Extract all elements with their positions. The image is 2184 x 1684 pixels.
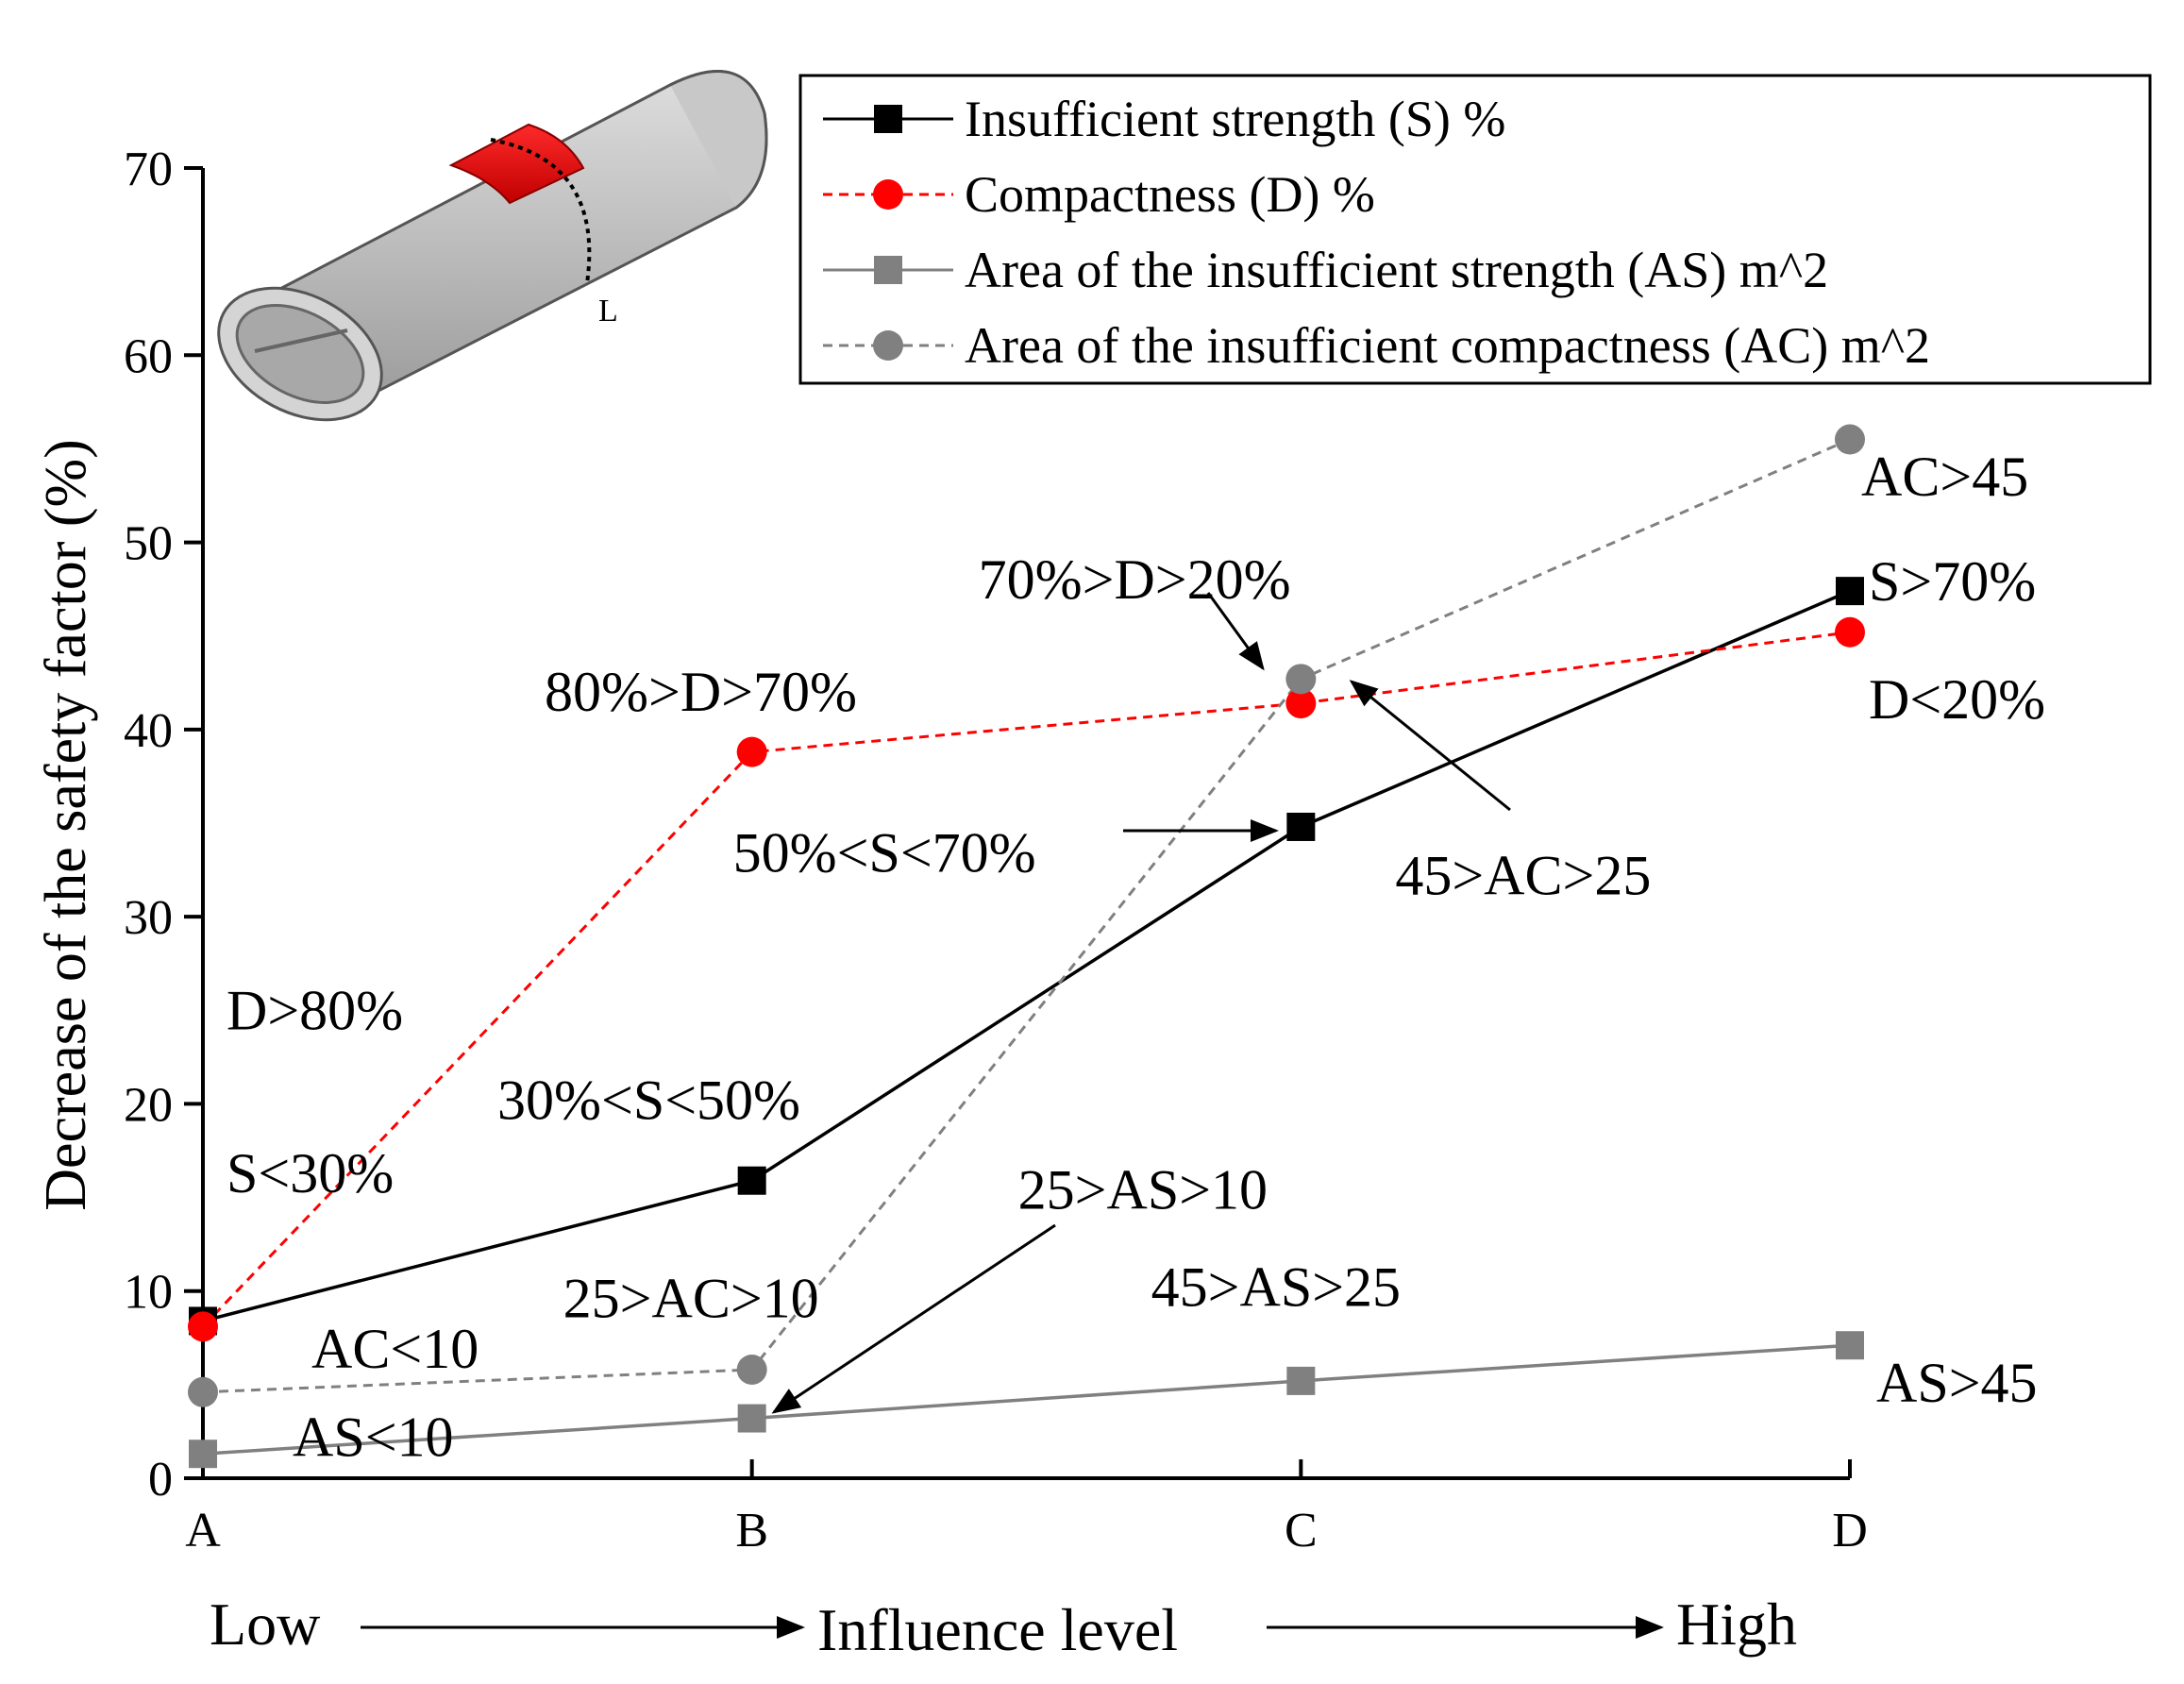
series-line-0	[202, 589, 1851, 1323]
series-3-point-1	[736, 1354, 767, 1385]
series-lines	[188, 424, 1865, 1469]
legend-marker-2	[874, 256, 902, 284]
series-1-point-2	[1285, 688, 1317, 719]
series-0-point-1	[737, 1166, 766, 1195]
tunnel-body	[217, 70, 768, 422]
series-2-point-2	[1286, 1366, 1316, 1395]
series-line-3	[202, 438, 1851, 1394]
arrow-to-b-area-strength	[771, 1223, 1056, 1414]
series-1-point-1	[736, 736, 767, 767]
series-line-2	[202, 1343, 1851, 1456]
annotation-6: 25>AC>10	[563, 1268, 819, 1330]
annotation-1: S<30%	[227, 1142, 394, 1204]
x-tick-label-1: B	[735, 1504, 768, 1558]
arrow-to-c-area-compactness	[1349, 680, 1511, 812]
legend-label-1: Compactness (D) %	[965, 166, 1375, 223]
y-tick-label-6: 60	[124, 329, 173, 383]
annotation-15: AS>45	[1876, 1352, 2038, 1414]
legend-marker-3	[873, 330, 903, 361]
arrow-to-c-compactness	[1206, 592, 1265, 671]
x-axis: A B C D	[185, 1459, 1868, 1558]
x-caption-middle: Influence level	[817, 1596, 1178, 1663]
legend-label-3: Area of the insufficient compactness (AC…	[965, 317, 1930, 374]
x-caption: Low Influence level High	[210, 1591, 1797, 1663]
annotation-14: D<20%	[1869, 668, 2045, 731]
defect-patch	[448, 123, 585, 205]
legend-box	[798, 74, 2152, 385]
annotation-3: AS<10	[293, 1406, 454, 1468]
series-3-point-2	[1285, 664, 1317, 695]
series-0-point-2	[1286, 812, 1316, 841]
series-3-point-3	[1835, 424, 1865, 455]
series-3-point-0	[188, 1376, 218, 1407]
legend: Insufficient strength (S) % Compactness (…	[798, 74, 2152, 385]
y-tick-label-7: 70	[124, 143, 173, 196]
annotation-8: 70%>D>20%	[979, 548, 1291, 611]
x-caption-high: High	[1676, 1591, 1797, 1658]
annotation-13: S>70%	[1869, 550, 2036, 613]
annotation-2: AC<10	[311, 1318, 479, 1380]
y-tick-label-2: 20	[124, 1078, 173, 1132]
annotation-5: 30%<S<50%	[497, 1069, 800, 1131]
y-tick-label-1: 10	[124, 1266, 173, 1320]
series-2-point-0	[189, 1440, 217, 1469]
annotation-10: 45>AS>25	[1151, 1256, 1401, 1319]
x-tick-label-2: C	[1285, 1504, 1318, 1558]
y-tick-label-3: 30	[124, 891, 173, 945]
legend-marker-1	[873, 179, 903, 210]
y-axis: 0 10 20 30 40 50 60 70	[124, 143, 205, 1507]
x-caption-low: Low	[210, 1591, 320, 1658]
series-2-point-3	[1836, 1331, 1864, 1360]
y-tick-label-5: 50	[124, 517, 173, 571]
series-1-point-0	[188, 1311, 218, 1342]
series-line-1	[201, 631, 1851, 1328]
annotation-4: 80%>D>70%	[545, 661, 857, 723]
annotation-11: 45>AC>25	[1395, 845, 1651, 907]
series-1-point-3	[1835, 616, 1865, 648]
annotation-arrows	[771, 592, 1511, 1414]
annotation-0: D>80%	[227, 979, 403, 1041]
y-tick-label-4: 40	[124, 704, 173, 758]
x-tick-label-0: A	[185, 1504, 221, 1558]
legend-label-0: Insufficient strength (S) %	[965, 91, 1505, 147]
y-tick-label-0: 0	[148, 1453, 173, 1507]
annotation-12: AC>45	[1861, 446, 2028, 508]
series-2-point-1	[737, 1404, 766, 1433]
section-line-l	[490, 138, 592, 284]
y-axis-title: Decrease of the safety factor (%)	[34, 439, 98, 1211]
annotation-9: 25>AS>10	[1018, 1159, 1268, 1221]
series-0-point-3	[1836, 577, 1864, 606]
legend-marker-0	[874, 105, 902, 133]
annotation-7: 50%<S<70%	[733, 822, 1036, 884]
x-tick-label-3: D	[1832, 1504, 1868, 1558]
legend-label-2: Area of the insufficient strength (AS) m…	[965, 242, 1828, 298]
section-label-l: L	[598, 294, 618, 328]
tunnel-inset: L	[217, 70, 768, 422]
